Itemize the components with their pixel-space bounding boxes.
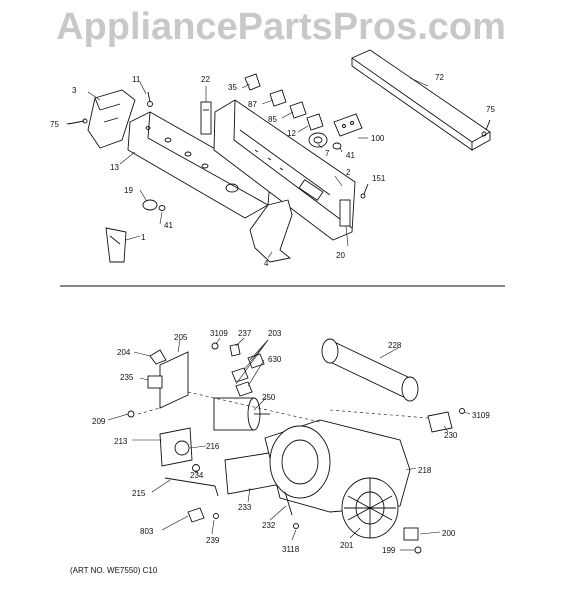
callout-201: 201: [340, 541, 354, 550]
part-11-screw: [147, 91, 153, 107]
part-7-knob: [308, 132, 328, 148]
callout-75-left: 75: [50, 120, 59, 129]
part-215-belt: [164, 477, 219, 497]
part-235-switch: [147, 375, 163, 389]
part-3109-screw-top: [211, 342, 219, 350]
callout-1: 1: [141, 233, 146, 242]
callout-72: 72: [435, 73, 444, 82]
part-72-rear-panel: [351, 49, 491, 151]
part-100-switch: [333, 113, 363, 137]
part-250-motor: [213, 397, 270, 431]
callout-232: 232: [262, 521, 276, 530]
callout-75-right: 75: [486, 105, 495, 114]
part-85-clip: [289, 101, 307, 119]
callout-3118: 3118: [282, 545, 300, 554]
callout-209: 209: [92, 417, 106, 426]
callout-2: 2: [346, 168, 351, 177]
callout-235: 235: [120, 373, 134, 382]
part-234-spring: [192, 464, 200, 472]
callout-11: 11: [132, 75, 141, 84]
callout-41-lower: 41: [164, 221, 173, 230]
callout-3109-top: 3109: [210, 329, 228, 338]
part-232-rod: [284, 491, 293, 516]
part-3109-screw-right: [459, 408, 465, 414]
part-237-clip: [229, 343, 241, 357]
part-230-thermostat: [427, 411, 453, 433]
callout-205: 205: [174, 333, 188, 342]
part-3-end-cap: [87, 89, 136, 149]
part-228-duct: [321, 338, 419, 402]
callout-233: 233: [238, 503, 252, 512]
art-number: (ART NO. WE7550) C10: [70, 566, 158, 575]
part-213-idler-arm: [159, 427, 193, 467]
callout-216: 216: [206, 442, 220, 451]
part-4-side-bracket: [249, 199, 293, 263]
part-41-knob-lower: [158, 205, 166, 211]
part-201-blower-wheel: [341, 477, 399, 539]
part-204-clip: [149, 349, 167, 365]
part-803-clip: [187, 507, 205, 523]
part-35-clip: [244, 73, 261, 91]
part-2-control-panel-frame: [213, 99, 356, 241]
callout-7: 7: [325, 149, 330, 158]
callout-203: 203: [268, 329, 282, 338]
part-12-clip: [306, 113, 324, 131]
callout-19: 19: [124, 186, 133, 195]
part-1-label-card: [105, 227, 127, 263]
callout-204: 204: [117, 348, 131, 357]
part-200-bracket: [403, 527, 419, 541]
part-3118-screw: [293, 523, 299, 529]
callout-100: 100: [371, 134, 385, 143]
callout-803: 803: [140, 527, 154, 536]
part-20-small-bracket: [339, 199, 351, 227]
callout-87: 87: [248, 100, 257, 109]
part-239-screw: [213, 513, 219, 519]
callout-3: 3: [72, 86, 77, 95]
part-87-clip: [269, 89, 287, 107]
part-630-clip: [235, 381, 253, 397]
part-41-knob-small: [332, 142, 342, 150]
part-203-clip: [231, 353, 265, 383]
callout-234: 234: [190, 471, 204, 480]
part-75-screw-right: [481, 119, 491, 137]
part-205-bracket-plate: [159, 351, 189, 409]
part-22-bracket: [200, 101, 212, 135]
callout-215: 215: [132, 489, 146, 498]
callout-250: 250: [262, 393, 276, 402]
callout-20: 20: [336, 251, 345, 260]
part-216-pulley: [174, 440, 190, 456]
callout-4: 4: [264, 259, 269, 268]
callout-22: 22: [201, 75, 210, 84]
part-13-control-panel-front: [127, 111, 271, 219]
part-209-nut: [127, 410, 135, 418]
callout-237: 237: [238, 329, 252, 338]
callout-199: 199: [382, 546, 396, 555]
callout-41-top: 41: [346, 151, 355, 160]
callout-630: 630: [268, 355, 282, 364]
callout-3109-right: 3109: [472, 411, 490, 420]
callout-151: 151: [372, 174, 386, 183]
callout-12: 12: [287, 129, 296, 138]
part-199-screw: [414, 546, 422, 554]
callout-labels: 3 75 11 13 22 35 87 85 12 7 41 100 72 75…: [50, 73, 495, 555]
callout-200: 200: [442, 529, 456, 538]
callout-35: 35: [228, 83, 237, 92]
callout-239: 239: [206, 536, 220, 545]
callout-85: 85: [268, 115, 277, 124]
watermark: AppliancePartsPros.com: [56, 6, 506, 48]
part-151-screw: [360, 183, 369, 199]
callout-13: 13: [110, 163, 119, 172]
callout-230: 230: [444, 431, 458, 440]
part-19-knob: [142, 199, 158, 211]
callout-228: 228: [388, 341, 402, 350]
callout-213: 213: [114, 437, 128, 446]
callout-218: 218: [418, 466, 432, 475]
